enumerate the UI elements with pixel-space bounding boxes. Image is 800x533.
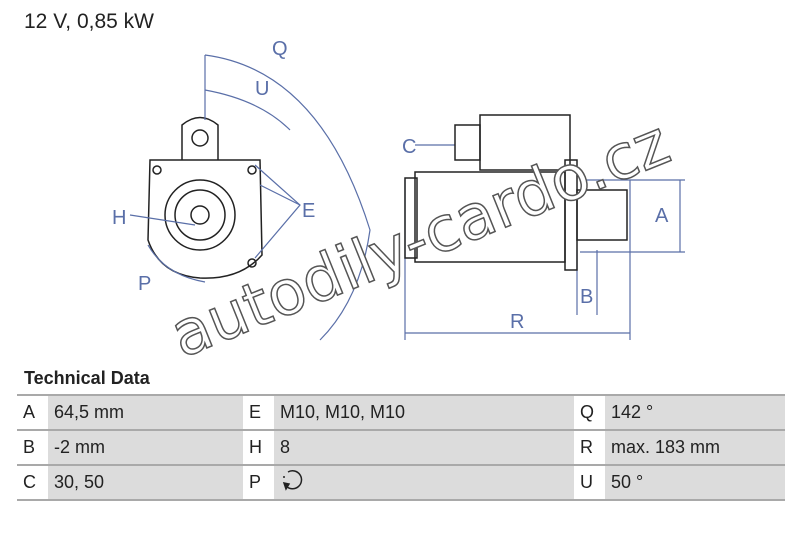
label-e: E (302, 200, 315, 222)
spec-value: max. 183 mm (605, 429, 785, 466)
label-a: A (655, 205, 669, 227)
spec-key: R (574, 429, 605, 466)
side-view (404, 114, 628, 271)
spec-key: Q (574, 394, 605, 431)
label-b: B (580, 286, 593, 308)
front-view (147, 116, 263, 279)
spec-key: C (17, 464, 48, 501)
rotation-direction-icon (282, 470, 303, 491)
spec-value (274, 464, 574, 501)
spec-value: M10, M10, M10 (274, 394, 574, 431)
spec-key: H (243, 429, 274, 466)
spec-key: B (17, 429, 48, 466)
section-title: Technical Data (24, 368, 150, 388)
spec-value: 142 ° (605, 394, 785, 431)
spec-key: E (243, 394, 274, 431)
spec-key: P (243, 464, 274, 501)
product-title: 12 V, 0,85 kW (24, 10, 154, 33)
label-q: Q (272, 38, 288, 60)
spec-value: 64,5 mm (48, 394, 243, 431)
label-u: U (255, 78, 269, 100)
spec-key: A (17, 394, 48, 431)
dimension-lines (129, 54, 685, 341)
spec-value: 50 ° (605, 464, 785, 501)
label-p: P (138, 273, 151, 295)
label-r: R (510, 311, 524, 333)
spec-key: U (574, 464, 605, 501)
spec-value: 8 (274, 429, 574, 466)
spec-value: 30, 50 (48, 464, 243, 501)
spec-value: -2 mm (48, 429, 243, 466)
starter-technical-drawing: Q U E H P C A B R (112, 38, 685, 341)
label-h: H (112, 207, 126, 229)
label-c: C (402, 136, 416, 158)
